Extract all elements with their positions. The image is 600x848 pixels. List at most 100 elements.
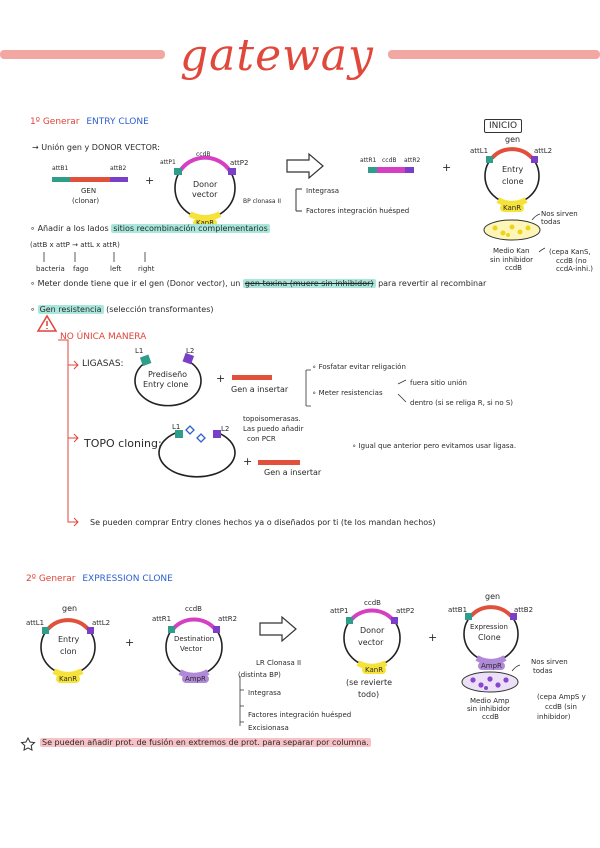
topo-note-3: con PCR [247, 435, 276, 443]
dest-name: Destination [174, 635, 215, 643]
dest-ccdb: ccdB [185, 605, 202, 613]
entry-gen-label: gen [505, 135, 521, 144]
reaction-arrow [286, 152, 324, 180]
entry-kan-label: KanR [500, 195, 525, 214]
warning-icon [36, 314, 58, 332]
sin-inhibidor: sin inhibidor [490, 256, 534, 264]
gene-sublabel: (clonar) [72, 197, 100, 205]
reaction-arrow-2 [259, 615, 297, 643]
plus-sign: + [145, 174, 155, 187]
star-note: Se pueden añadir prot. de fusión en extr… [40, 738, 371, 747]
s2-donor-ccdb: ccdB [364, 599, 381, 607]
union-line: → Unión gen y DONOR VECTOR: [32, 143, 160, 152]
expr-name: Expression [470, 623, 508, 631]
plus-sign-3: + [216, 372, 226, 385]
byproduct-ccdb-label: ccdB [382, 157, 397, 164]
ccdb-sin: ccdB (sin [545, 703, 577, 711]
fosfatar-line: ∘ Fosfatar evitar religación [312, 363, 406, 371]
s2-excisionasa: Excisionasa [248, 724, 289, 732]
s2-entry-attl1: attL1 [26, 619, 45, 627]
title-bar-right [388, 50, 600, 59]
gene-bar-gen [70, 177, 110, 182]
section1-heading: 1º Generar ENTRY CLONE [30, 117, 149, 127]
recomb-equation: (attB x attP → attL x attR) [30, 241, 120, 249]
title-bar-left [0, 50, 165, 59]
medio-amp: Medio Amp [470, 697, 510, 705]
s2-donor-attp2: attP2 [396, 607, 415, 615]
l1-label: L1 [135, 347, 144, 355]
expr-attb2: attB2 [514, 606, 534, 614]
s2-factores: Factores integración huésped [248, 711, 352, 719]
donor-kan-label: KanR [193, 210, 218, 229]
gene-bar-attb1 [52, 177, 70, 182]
meter-line: ∘ Meter donde tiene que ir el gen (Donor… [30, 279, 487, 288]
page-title: gateway [180, 30, 374, 81]
topo-note-2: Las puedo añadir [243, 425, 304, 433]
expr-gen: gen [485, 592, 501, 601]
petri-dish-kan [483, 219, 541, 241]
fuera-label: fuera sitio unión [410, 379, 467, 387]
integrasa-label: Integrasa [306, 187, 340, 195]
donor-ccdb-label: ccdB [196, 151, 211, 158]
topo-l2-label: L2 [221, 425, 230, 433]
attb2-label: attB2 [110, 165, 127, 172]
expr-name-2: Clone [478, 633, 501, 642]
donor-attp2-label: attP2 [230, 159, 249, 167]
entry-attl1-label: attL1 [470, 147, 489, 155]
topo-note-1: topoisomerasas. [243, 415, 301, 423]
bp-clonasa-label: BP clonasa II [243, 198, 282, 205]
cepa-kan: (cepa KanS, [549, 248, 591, 256]
resistencia-line: ∘ Gen resistencia (selección transforman… [30, 305, 214, 314]
entry-name-2: clone [502, 177, 524, 186]
right-label: right [138, 265, 155, 273]
s2-entry-name: Entry [58, 635, 80, 644]
topo-gen-label: Gen a insertar [264, 468, 322, 477]
gene-bar-attb2 [110, 177, 128, 182]
entry-name: Entry [502, 165, 524, 174]
s2-inhibidor: inhibidor) [537, 713, 571, 721]
s2-donor-name: Donor [360, 626, 385, 635]
todas: todas [541, 218, 561, 226]
s2-donor-name-2: vector [358, 638, 384, 647]
s2-todas: todas [533, 667, 553, 675]
s2-integrasa: Integrasa [248, 689, 282, 697]
dest-name-2: Vector [180, 645, 203, 653]
byproduct-attr2-label: attR2 [404, 157, 421, 164]
dest-attr1: attR1 [152, 615, 172, 623]
distinta-bp: (distinta BP) [238, 671, 281, 679]
s2-entry-attl2: attL2 [92, 619, 111, 627]
s2-ccdb-small: ccdB [482, 713, 499, 721]
l2-label: L2 [186, 347, 195, 355]
ccda-inh: ccdA-inhi.) [556, 265, 594, 273]
s2-nos-sirven: Nos sirven [531, 658, 568, 666]
s2-sin-inhibidor: sin inhibidor [467, 705, 511, 713]
gene-label: GEN [81, 187, 97, 195]
left-label: left [110, 265, 122, 273]
ccdb-no: ccdB (no [556, 257, 587, 265]
s2-donor-attp1: attP1 [330, 607, 349, 615]
inicio-box: INICIO [484, 113, 523, 133]
lr-clonasa-label: LR Clonasa II [256, 659, 302, 667]
topo-igual-line: ∘ Igual que anterior pero evitamos usar … [352, 442, 517, 450]
s2-donor-kan: KanR [362, 657, 387, 676]
donor-name: Donor [193, 180, 218, 189]
star-icon [20, 736, 36, 752]
attb1-label: attB1 [52, 165, 69, 172]
s2-entry-name-2: clon [60, 647, 77, 656]
comprar-line: Se pueden comprar Entry clones hechos ya… [90, 518, 436, 527]
donor-name-2: vector [192, 190, 218, 199]
ligasas-label: LIGASAS: [82, 359, 124, 369]
meter-res-line: ∘ Meter resistencias [312, 389, 383, 397]
dest-attr2: attR2 [218, 615, 238, 623]
factores-label: Factores integración huésped [306, 207, 410, 215]
bacteria-label: bacteria [36, 265, 65, 273]
cepa-amp: (cepa AmpS y [537, 693, 586, 701]
plus-sign-6: + [428, 631, 438, 644]
topo-l1-label: L1 [172, 423, 181, 431]
gen-insertar-label: Gen a insertar [231, 385, 289, 394]
warning-heading: NO ÚNICA MANERA [60, 332, 147, 342]
se-revierte-2: todo) [358, 690, 380, 699]
fago-label: fago [73, 265, 89, 273]
byproduct-attr1-label: attR1 [360, 157, 377, 164]
prediseno-label-2: Entry clone [143, 380, 189, 389]
